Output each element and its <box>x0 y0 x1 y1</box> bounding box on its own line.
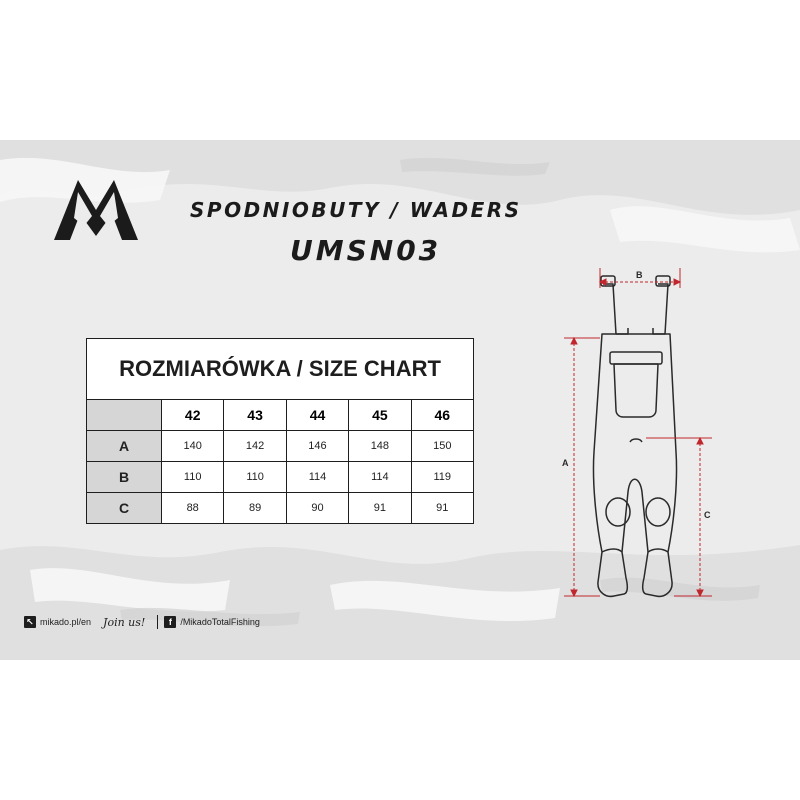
table-cell: 148 <box>348 430 412 462</box>
size-header: 42 <box>160 399 225 431</box>
table-cell: 146 <box>285 430 350 462</box>
table-cell: 119 <box>410 461 475 493</box>
size-header: 44 <box>285 399 350 431</box>
product-title: SPODNIOBUTY / WADERS <box>190 198 522 222</box>
dimension-label-c: C <box>704 510 711 520</box>
facebook-icon: f <box>164 616 177 628</box>
join-us-text: Join us! <box>103 615 146 629</box>
website-link[interactable]: mikado.pl/en <box>40 617 92 627</box>
footer: ↖ mikado.pl/en Join us! f /MikadoTotalFi… <box>24 612 260 632</box>
table-cell: 110 <box>223 461 287 493</box>
table-row: B 110 110 114 114 119 <box>86 461 475 493</box>
table-cell: 140 <box>160 430 225 462</box>
brand-logo <box>54 180 138 240</box>
corner-cell <box>86 399 162 431</box>
waders-diagram <box>564 268 712 598</box>
dimension-label-a: A <box>562 458 569 468</box>
dimension-label-b: B <box>636 270 643 280</box>
cursor-icon: ↖ <box>24 616 36 628</box>
table-cell: 114 <box>348 461 412 493</box>
size-chart-card: SPODNIOBUTY / WADERS UMSN03 ROZMIARÓWKA … <box>0 140 800 660</box>
table-cell: 89 <box>223 492 287 524</box>
row-label: B <box>86 461 162 493</box>
size-header: 46 <box>410 399 475 431</box>
facebook-link[interactable]: /MikadoTotalFishing <box>180 617 260 627</box>
size-header-row: 42 43 44 45 46 <box>86 399 475 431</box>
table-cell: 91 <box>410 492 475 524</box>
grunge-background <box>0 140 800 660</box>
table-cell: 114 <box>285 461 350 493</box>
table-cell: 110 <box>160 461 225 493</box>
size-chart-table: ROZMIARÓWKA / SIZE CHART 42 43 44 45 46 … <box>86 338 475 524</box>
row-label: A <box>86 430 162 462</box>
table-row: A 140 142 146 148 150 <box>86 430 475 462</box>
size-header: 45 <box>348 399 412 431</box>
divider <box>157 615 159 629</box>
size-chart-title: ROZMIARÓWKA / SIZE CHART <box>86 338 474 400</box>
table-cell: 90 <box>285 492 350 524</box>
table-cell: 150 <box>410 430 475 462</box>
model-number: UMSN03 <box>290 234 442 267</box>
row-label: C <box>86 492 162 524</box>
waders-outline <box>592 275 678 598</box>
table-cell: 88 <box>160 492 225 524</box>
table-cell: 91 <box>348 492 412 524</box>
table-cell: 142 <box>223 430 287 462</box>
size-header: 43 <box>223 399 287 431</box>
dimension-lines <box>564 268 712 598</box>
table-row: C 88 89 90 91 91 <box>86 492 475 524</box>
